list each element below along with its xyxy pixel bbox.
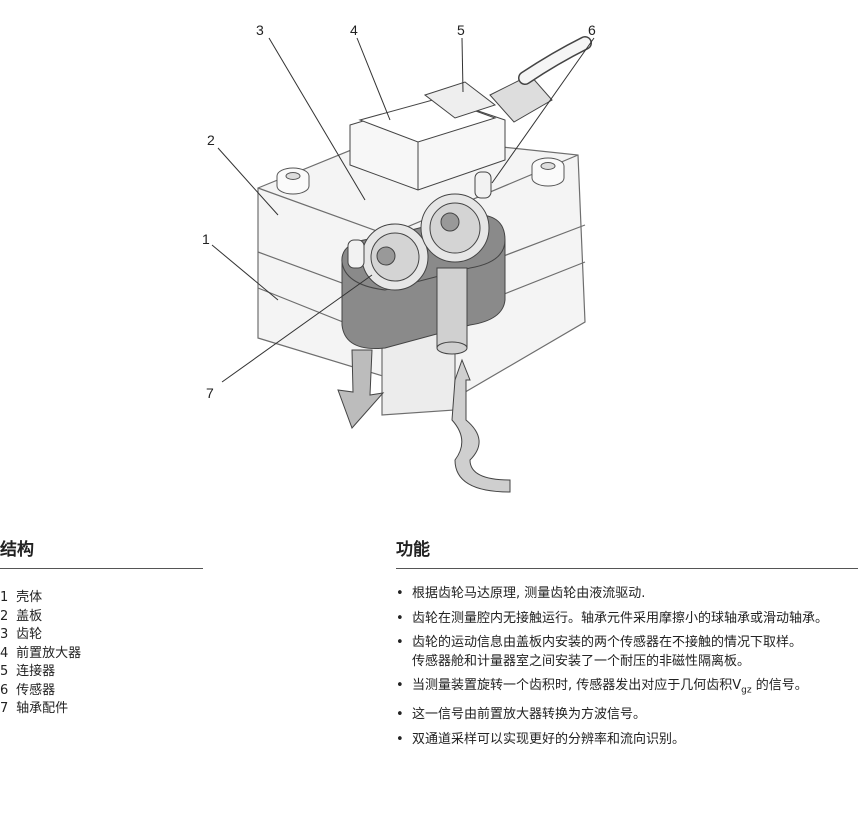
structure-item-number: 7 [0, 701, 9, 716]
structure-item: 5 连接器 [0, 663, 203, 682]
structure-item-number: 2 [0, 608, 9, 624]
flow-meter-diagram: 3 4 5 6 2 1 7 [202, 22, 596, 493]
structure-item-label: 壳体 [16, 590, 43, 605]
structure-item: 3 齿轮 [0, 626, 203, 645]
structure-item-number: 5 [0, 664, 9, 679]
function-bullet: 齿轮在测量腔内无接触运行。轴承元件采用摩擦小的球轴承或滑动轴承。 [396, 610, 858, 629]
geometric-volume-subscript: gz [741, 685, 752, 696]
structure-section: 结构 1 壳体 2 盖板 3 齿轮 4 前置放大器 5 连接器 6 传感器 7 … [0, 535, 203, 719]
structure-item-label: 连接器 [16, 664, 56, 679]
structure-title: 结构 [0, 535, 203, 569]
callout-1: 1 [202, 231, 210, 247]
bolt-right [531, 157, 565, 187]
structure-item: 1 壳体 [0, 589, 203, 608]
function-bullet: 双通道采样可以实现更好的分辨率和流向识别。 [396, 731, 858, 750]
bolt-left [276, 167, 310, 195]
gear-1 [361, 223, 429, 291]
callout-7: 7 [206, 385, 214, 401]
function-section: 功能 根据齿轮马达原理, 测量齿轮由液流驱动. 齿轮在测量腔内无接触运行。轴承元… [396, 535, 858, 755]
structure-item: 6 传感器 [0, 682, 203, 701]
function-bullet-text: 双通道采样可以实现更好的分辨率和流向识别。 [412, 731, 686, 747]
function-bullet: 齿轮的运动信息由盖板内安装的两个传感器在不接触的情况下取样。传感器舱和计量器室之… [396, 634, 858, 671]
function-title: 功能 [396, 535, 858, 569]
structure-item-label: 传感器 [16, 682, 56, 698]
function-bullet-extra: 传感器舱和计量器室之间安装了一个耐压的非磁性隔离板。 [412, 653, 751, 669]
structure-list: 1 壳体 2 盖板 3 齿轮 4 前置放大器 5 连接器 6 传感器 7 轴承配… [0, 589, 203, 719]
structure-item-label: 齿轮 [16, 627, 43, 642]
function-bullet-text: 齿轮在测量腔内无接触运行。轴承元件采用摩擦小的球轴承或滑动轴承。 [412, 610, 829, 626]
inflow-arrow [451, 358, 511, 493]
structure-item-label: 前置放大器 [16, 645, 82, 661]
function-bullet-text-after: 的信号。 [751, 678, 808, 693]
sensor-posts [347, 171, 492, 269]
callout-3: 3 [256, 22, 264, 38]
function-bullet: 当测量装置旋转一个齿积时, 传感器发出对应于几何齿积Vgz 的信号。 [396, 677, 858, 700]
structure-item-number: 3 [0, 627, 9, 642]
structure-item: 2 盖板 [0, 608, 203, 627]
callout-4: 4 [350, 22, 358, 38]
leader-lines [211, 37, 595, 383]
callout-2: 2 [207, 132, 215, 148]
function-bullet-text: 根据齿轮马达原理, 测量齿轮由液流驱动. [412, 586, 646, 601]
function-bullet: 根据齿轮马达原理, 测量齿轮由液流驱动. [396, 585, 858, 604]
function-bullet-text: 当测量装置旋转一个齿积时, 传感器发出对应于几何齿积Vgz 的信号。 [412, 677, 858, 700]
inlet-pipe [436, 267, 468, 355]
function-bullet-text-before: 当测量装置旋转一个齿积时, 传感器发出对应于几何齿积 [412, 678, 733, 693]
structure-item: 7 轴承配件 [0, 700, 203, 719]
structure-item-number: 6 [0, 682, 9, 698]
gear-2 [420, 193, 490, 263]
connector [423, 36, 592, 123]
callout-6: 6 [588, 22, 596, 38]
geometric-volume-symbol: V [732, 678, 742, 693]
structure-item-label: 盖板 [16, 608, 43, 624]
function-bullet: 这一信号由前置放大器转换为方波信号。 [396, 706, 858, 725]
structure-item-label: 轴承配件 [16, 701, 69, 716]
structure-item-number: 4 [0, 645, 9, 661]
function-bullet-text: 齿轮的运动信息由盖板内安装的两个传感器在不接触的情况下取样。 [412, 635, 803, 650]
structure-item: 4 前置放大器 [0, 645, 203, 664]
function-bullet-text: 这一信号由前置放大器转换为方波信号。 [412, 707, 647, 723]
outflow-arrow [337, 349, 385, 429]
function-list: 根据齿轮马达原理, 测量齿轮由液流驱动. 齿轮在测量腔内无接触运行。轴承元件采用… [396, 585, 858, 749]
callout-5: 5 [457, 22, 465, 38]
structure-item-number: 1 [0, 590, 9, 605]
